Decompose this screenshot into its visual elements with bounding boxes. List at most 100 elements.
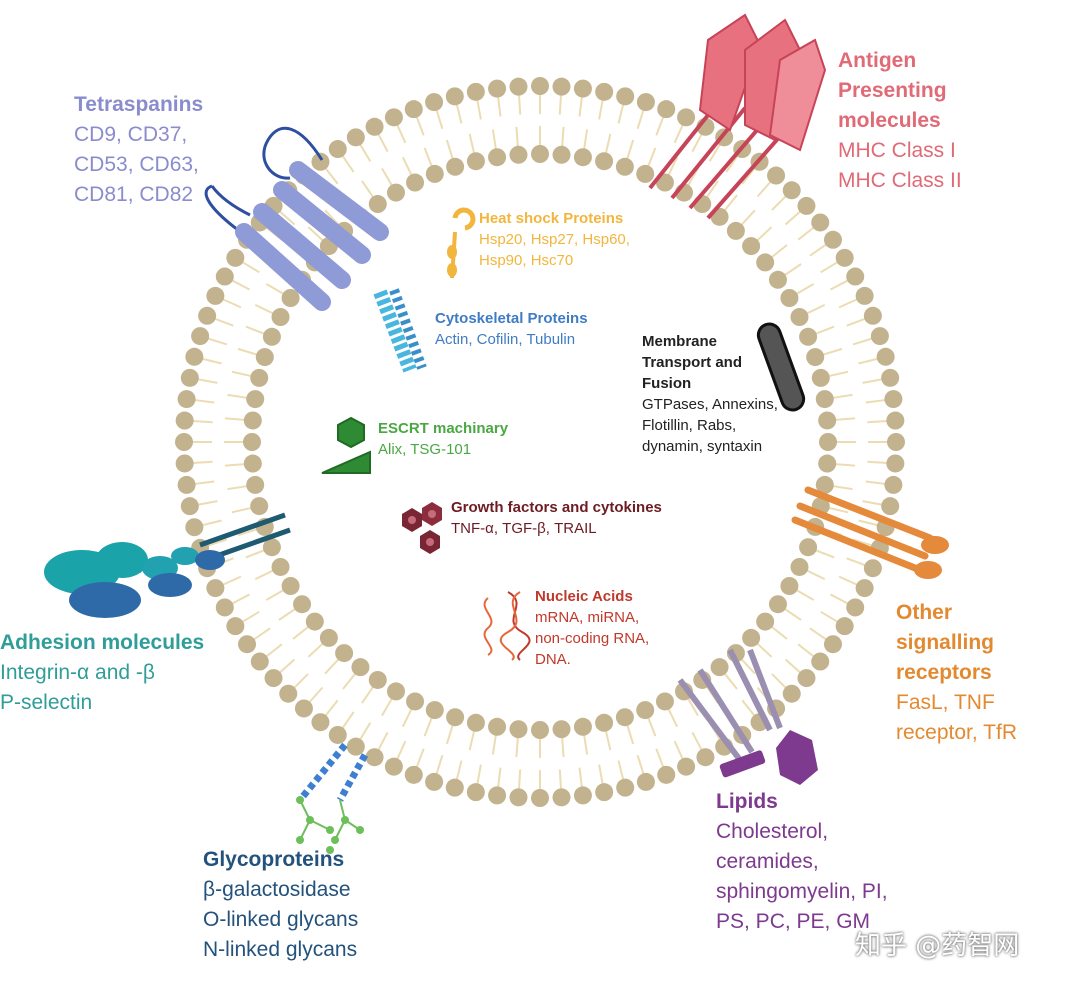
lipid-tail bbox=[673, 122, 685, 144]
lipid-tail bbox=[445, 139, 455, 162]
lipid-head bbox=[742, 628, 761, 647]
lipid-tail bbox=[496, 94, 502, 117]
cytoskeletal-line-1: Actin, Cofilin, Tubulin bbox=[435, 331, 576, 348]
lipid-tail bbox=[445, 722, 455, 745]
lipid-tail bbox=[846, 316, 868, 327]
lipid-head bbox=[531, 789, 549, 807]
lipid-head bbox=[823, 635, 842, 654]
lipid-tail bbox=[769, 244, 788, 260]
lipid-head bbox=[262, 327, 281, 346]
lipid-head bbox=[799, 327, 818, 346]
lipid-head bbox=[293, 595, 312, 614]
lipid-tail bbox=[277, 658, 296, 675]
lipid-tail bbox=[560, 735, 565, 758]
lipid-tail bbox=[625, 139, 635, 162]
lipid-tail bbox=[265, 588, 286, 601]
lipids-label: Lipids Cholesterol, ceramides, sphingomy… bbox=[716, 791, 888, 941]
heat-shock-title: Heat shock Proteins bbox=[479, 210, 624, 227]
lipid-tail bbox=[560, 126, 565, 149]
lipid-head bbox=[616, 778, 635, 797]
lipid-head bbox=[346, 128, 365, 147]
lipid-tail bbox=[838, 575, 860, 587]
lipid-head bbox=[573, 717, 592, 736]
lipid-tail bbox=[797, 643, 817, 659]
lipid-head bbox=[615, 157, 634, 176]
heat-shock-label: Heat shock Proteins Hsp20, Hsp27, Hsp60,… bbox=[479, 211, 630, 274]
lipid-tail bbox=[739, 209, 756, 228]
lipid-tail bbox=[604, 728, 612, 751]
lipid-tail bbox=[517, 92, 522, 115]
nucleic-line-3: DNA. bbox=[535, 651, 571, 668]
glycoproteins-line-2: O-linked glycans bbox=[203, 908, 359, 931]
lipid-head bbox=[180, 368, 199, 387]
lipid-tail bbox=[475, 97, 482, 120]
heat-shock-protein-icon bbox=[447, 207, 476, 279]
lipid-tail bbox=[646, 715, 657, 737]
lipid-head bbox=[884, 390, 903, 409]
lipid-head bbox=[815, 475, 834, 494]
lipid-tail bbox=[491, 732, 498, 755]
lipid-head bbox=[250, 497, 269, 516]
lipid-head bbox=[191, 327, 210, 346]
lipid-head bbox=[281, 577, 300, 595]
tetraspanin-icon bbox=[204, 126, 389, 311]
lipid-tail bbox=[804, 568, 826, 581]
other-receptors-label: Other signalling receptors FasL, TNF rec… bbox=[896, 602, 1017, 752]
lipid-head bbox=[198, 306, 217, 325]
lipid-tail bbox=[401, 706, 414, 728]
lipid-tail bbox=[769, 624, 788, 640]
lipid-head bbox=[425, 701, 444, 720]
lipid-tail bbox=[395, 122, 407, 144]
lipid-head bbox=[811, 213, 830, 232]
lipid-tail bbox=[401, 156, 414, 178]
lipid-head bbox=[406, 173, 425, 192]
lipid-tail bbox=[515, 735, 520, 758]
lipid-tail bbox=[192, 480, 215, 486]
escrt-icon bbox=[321, 416, 371, 474]
lipid-tail bbox=[830, 484, 853, 491]
antigen-title-1: Antigen bbox=[838, 49, 917, 72]
lipid-tail bbox=[838, 297, 860, 309]
lipid-head bbox=[387, 183, 405, 202]
lipid-tail bbox=[858, 519, 881, 527]
lipid-tail bbox=[708, 141, 722, 162]
lipid-tail bbox=[782, 606, 802, 621]
lipid-tail bbox=[691, 731, 704, 753]
lipid-tail bbox=[813, 548, 835, 559]
lipid-head bbox=[384, 757, 403, 776]
lipid-tail bbox=[833, 462, 856, 467]
lipid-head bbox=[819, 433, 837, 451]
lipid-head bbox=[262, 538, 281, 557]
lipid-head bbox=[368, 670, 387, 689]
lipid-tail bbox=[867, 419, 890, 424]
lipid-tail bbox=[784, 658, 803, 675]
lipid-head bbox=[726, 221, 745, 240]
lipid-tail bbox=[852, 538, 875, 548]
lipid-tail bbox=[582, 129, 589, 152]
lipid-tail bbox=[245, 548, 267, 559]
lipid-tail bbox=[666, 156, 679, 178]
lipid-tail bbox=[277, 209, 296, 226]
lipid-tail bbox=[491, 129, 498, 152]
lipid-tail bbox=[820, 260, 841, 274]
lipid-head bbox=[595, 713, 614, 732]
lipid-head bbox=[696, 748, 715, 767]
lipid-head bbox=[246, 475, 265, 494]
lipid-tail bbox=[636, 754, 646, 777]
lipid-tail bbox=[865, 398, 888, 404]
lipid-tail bbox=[794, 283, 815, 296]
lipid-head bbox=[243, 411, 262, 430]
lipid-head bbox=[466, 783, 485, 802]
lipid-head bbox=[206, 579, 225, 598]
lipid-head bbox=[595, 783, 614, 802]
lipid-head bbox=[552, 145, 571, 164]
lipid-tail bbox=[212, 316, 234, 327]
lipid-tail bbox=[754, 226, 773, 243]
lipid-tail bbox=[231, 370, 254, 378]
lipid-tail bbox=[582, 732, 589, 755]
lipid-tail bbox=[754, 641, 773, 658]
lipid-head bbox=[616, 87, 635, 106]
lipid-tail bbox=[237, 347, 260, 357]
lipid-tail bbox=[655, 114, 666, 136]
